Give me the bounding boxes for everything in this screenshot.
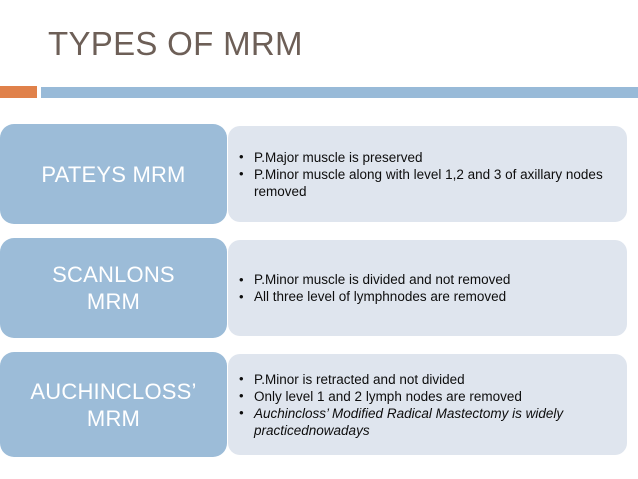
mrm-type-label-auchincloss[interactable]: AUCHINCLOSS’ MRM [0,352,227,457]
mrm-detail-panel-auchincloss: P.Minor is retracted and not divided Onl… [228,354,627,455]
page-title: TYPES OF MRM [48,25,303,62]
bullet-item: P.Major muscle is preserved [236,148,617,166]
accent-bar-blue [41,87,638,98]
bullet-item: All three level of lymphnodes are remove… [236,288,617,305]
bullet-list: P.Minor muscle is divided and not remove… [236,271,617,305]
bullet-list: P.Minor is retracted and not divided Onl… [236,370,617,439]
bullet-item: P.Minor is retracted and not divided [236,370,617,388]
label-text: AUCHINCLOSS’ MRM [30,378,197,431]
list-item: SCANLONS MRM P.Minor muscle is divided a… [0,238,638,338]
label-text: SCANLONS MRM [52,262,175,314]
mrm-type-label-scanlons[interactable]: SCANLONS MRM [0,238,227,338]
mrm-detail-panel-scanlons: P.Minor muscle is divided and not remove… [228,240,627,336]
mrm-types-list: PATEYS MRM P.Major muscle is preserved P… [0,124,638,457]
mrm-detail-panel-pateys: P.Major muscle is preserved P.Minor musc… [228,126,627,222]
bullet-item: Auchincloss’ Modified Radical Mastectomy… [236,404,617,439]
label-text: PATEYS MRM [41,161,186,187]
list-item: PATEYS MRM P.Major muscle is preserved P… [0,124,638,224]
bullet-item: P.Minor muscle along with level 1,2 and … [236,165,617,200]
bullet-list: P.Major muscle is preserved P.Minor musc… [236,148,617,200]
bullet-item: P.Minor muscle is divided and not remove… [236,271,617,288]
accent-bar-orange [0,86,37,98]
list-item: AUCHINCLOSS’ MRM P.Minor is retracted an… [0,352,638,457]
mrm-type-label-pateys[interactable]: PATEYS MRM [0,124,227,224]
bullet-item: Only level 1 and 2 lymph nodes are remov… [236,387,617,405]
